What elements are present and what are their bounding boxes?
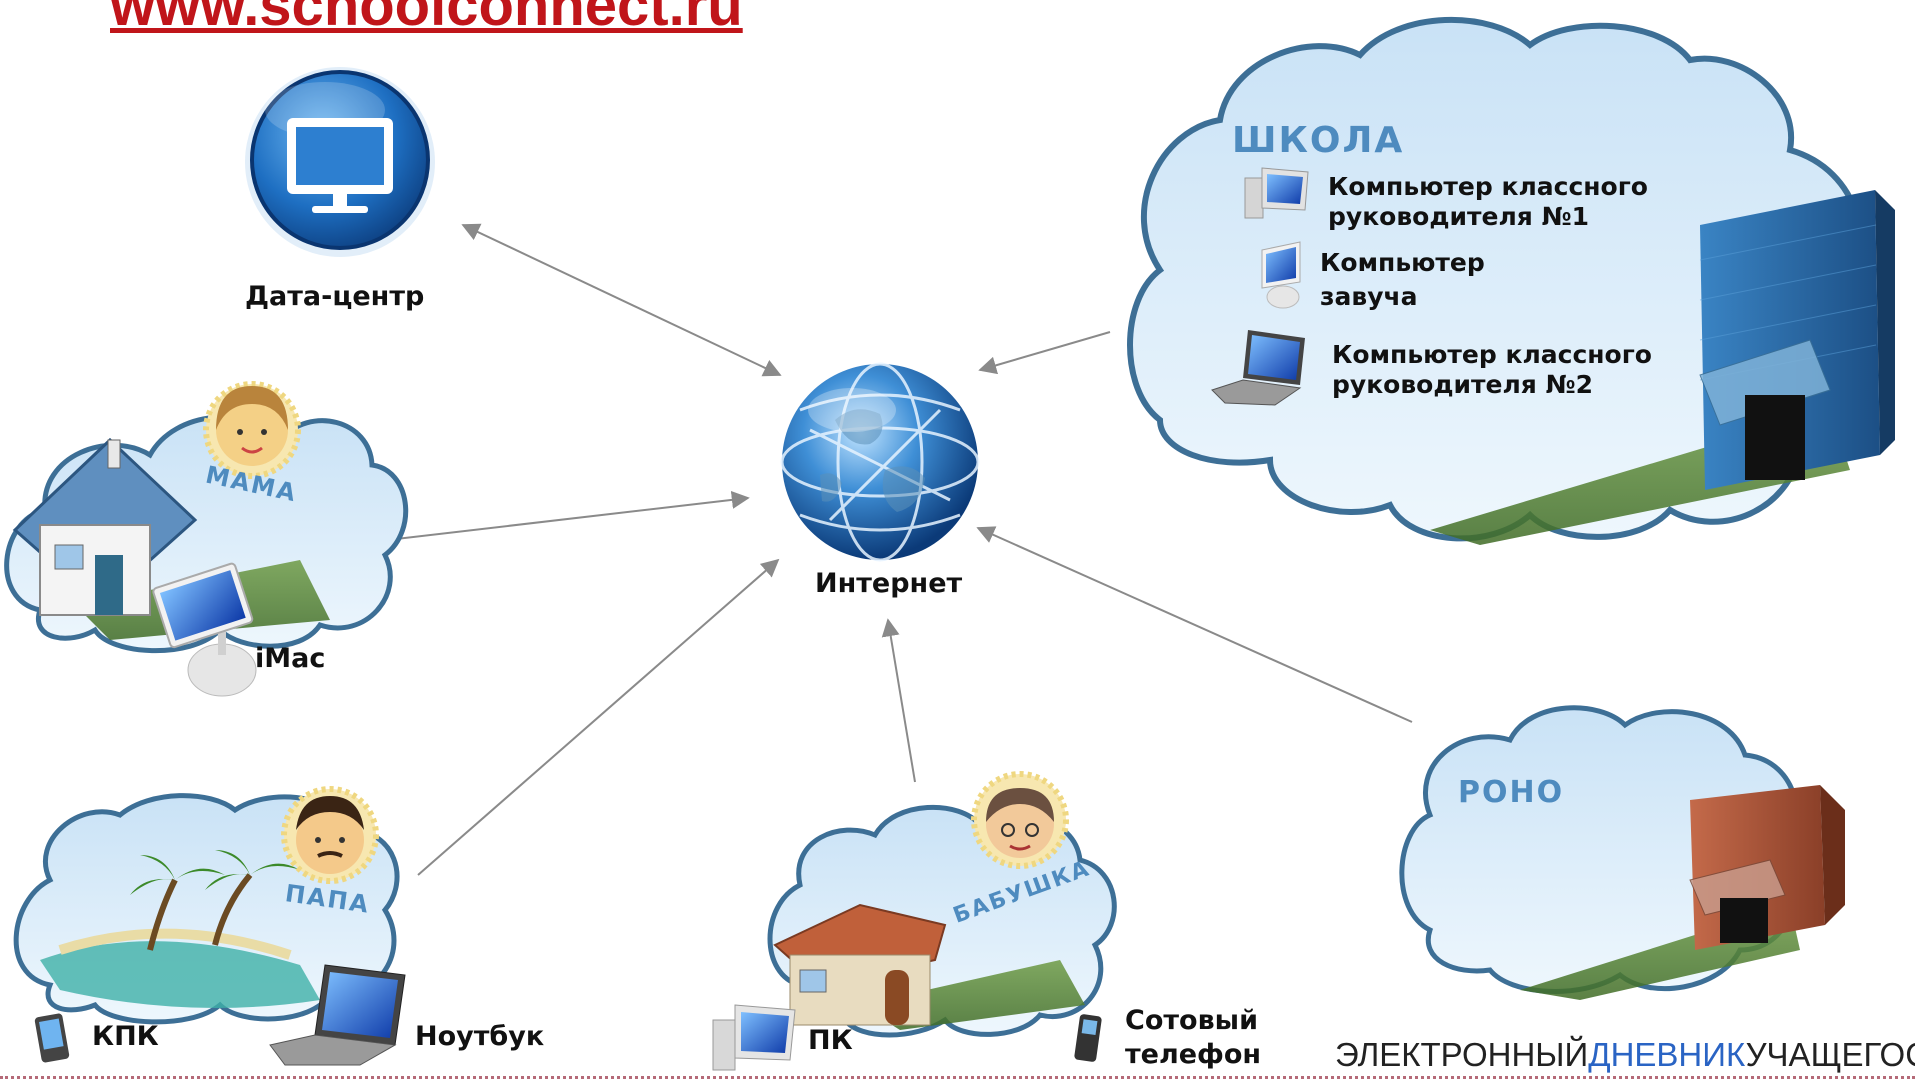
school-pc2-icon	[1261, 241, 1301, 309]
school-pc1-icon	[1244, 167, 1309, 219]
palm-tree-icon	[147, 873, 253, 951]
internet-label: Интернет	[815, 568, 963, 599]
mama-house-icon	[12, 437, 198, 616]
arrow-babushka	[881, 618, 916, 783]
rono-cloud	[1399, 705, 1845, 1000]
school-building-icon	[1699, 190, 1895, 490]
connection-arrows	[369, 223, 1413, 876]
school-item-1-line2: руководителя №1	[1328, 202, 1590, 231]
school-item-3-line2: руководителя №2	[1332, 370, 1594, 399]
mama-imac-icon	[152, 562, 257, 697]
imac-label: iMac	[255, 643, 326, 674]
school-item-2-line2: завуча	[1320, 282, 1418, 311]
laptop-icon	[269, 964, 406, 1066]
internet-globe-icon	[780, 362, 980, 562]
brand-part3: УЧАЩЕГОСЯ	[1745, 1036, 1915, 1073]
site-url-link[interactable]: www.schoolconnect.ru	[110, 0, 743, 38]
babushka-avatar	[971, 771, 1069, 869]
arrow-papa	[417, 558, 780, 876]
school-laptop-icon	[1211, 330, 1305, 406]
pda-icon	[34, 1013, 70, 1063]
arrow-school	[978, 331, 1111, 375]
papa-avatar	[281, 786, 379, 884]
school-item-3-line1: Компьютер классного	[1332, 340, 1652, 369]
brand-logo: ЭЛЕКТРОННЫЙДНЕВНИКУЧАЩЕГОСЯ	[1335, 1036, 1915, 1074]
school-cloud	[1127, 16, 1895, 545]
footer-divider	[0, 1076, 1915, 1079]
school-item-1-line1: Компьютер классного	[1328, 172, 1648, 201]
laptop-label: Ноутбук	[415, 1021, 545, 1052]
arrow-rono	[976, 526, 1413, 723]
arrow-mama	[369, 490, 750, 543]
rono-title: РОНО	[1458, 775, 1565, 810]
arrow-datacenter	[461, 223, 782, 377]
rono-building-icon	[1689, 785, 1845, 950]
brand-part2: ДНЕВНИК	[1588, 1036, 1746, 1073]
datacenter-icon	[245, 67, 435, 257]
brand-part1: ЭЛЕКТРОННЫЙ	[1335, 1036, 1589, 1073]
school-item-2-line1: Компьютер	[1320, 248, 1485, 277]
datacenter-label: Дата-центр	[245, 281, 425, 312]
cellphone-label-line2: телефон	[1125, 1039, 1262, 1070]
cellphone-icon	[1074, 1014, 1102, 1062]
babushka-house-icon	[773, 903, 947, 1026]
cellphone-label-line1: Сотовый	[1125, 1005, 1258, 1036]
pc-label: ПК	[808, 1025, 853, 1056]
school-title: ШКОЛА	[1232, 120, 1405, 161]
pc-icon	[712, 1004, 796, 1071]
papa-cloud	[13, 786, 406, 1066]
pda-label: КПК	[92, 1021, 159, 1052]
babushka-cloud	[712, 771, 1117, 1071]
mama-cloud	[4, 381, 409, 697]
mama-avatar	[203, 381, 301, 479]
